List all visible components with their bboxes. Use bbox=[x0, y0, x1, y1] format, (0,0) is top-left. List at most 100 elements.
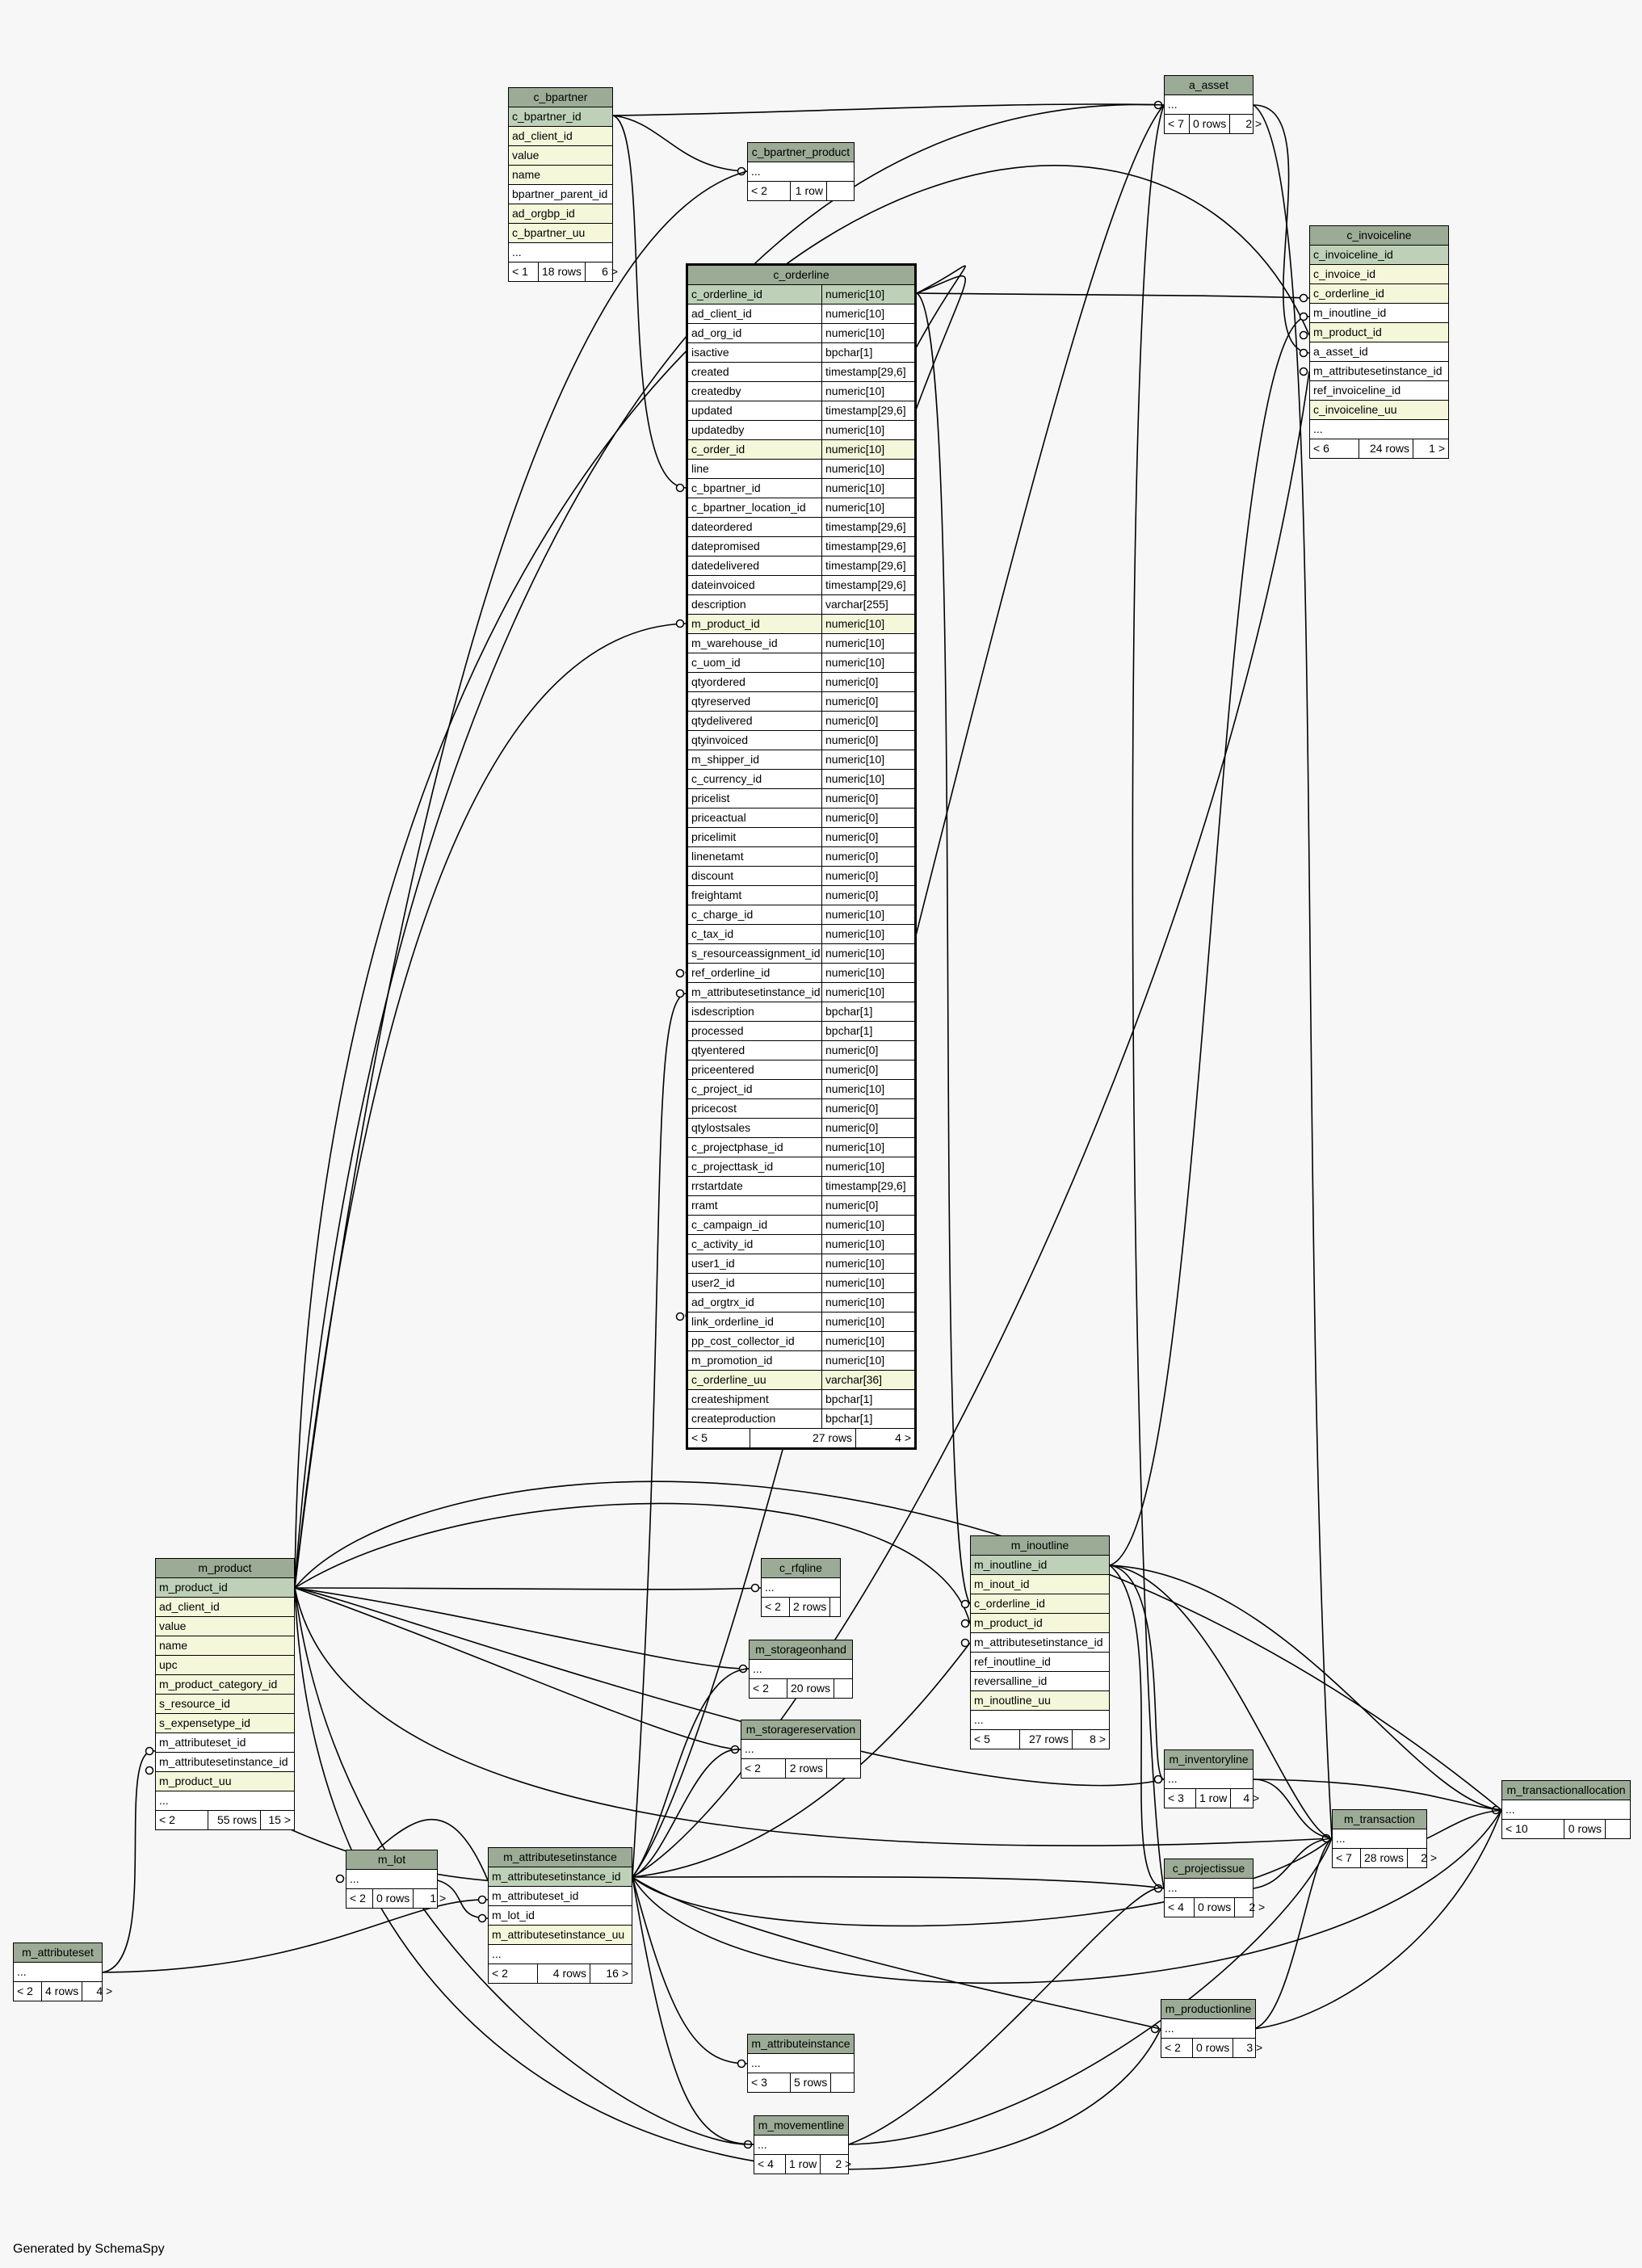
column-row[interactable]: ... bbox=[1502, 1800, 1630, 1820]
children-count[interactable]: 6 > bbox=[602, 265, 619, 278]
column-row[interactable]: ... bbox=[346, 1870, 437, 1889]
table-header[interactable]: m_product bbox=[156, 1559, 294, 1578]
column-row[interactable]: m_product_category_id bbox=[156, 1675, 294, 1695]
parents-count[interactable]: < 2 bbox=[14, 1982, 42, 2001]
children-count[interactable] bbox=[831, 2073, 858, 2092]
children-count[interactable]: 4 > bbox=[895, 1431, 911, 1444]
parents-count[interactable]: < 5 bbox=[971, 1730, 1020, 1749]
children-count[interactable]: 2 > bbox=[1249, 1900, 1266, 1913]
parents-count[interactable]: < 3 bbox=[748, 2073, 791, 2092]
column-row[interactable]: ... bbox=[1165, 95, 1253, 115]
parents-count[interactable]: < 2 bbox=[346, 1889, 373, 1908]
column-row[interactable]: c_orderline_id bbox=[971, 1594, 1109, 1614]
column-row[interactable]: ad_client_id bbox=[156, 1598, 294, 1617]
column-row[interactable]: c_invoice_id bbox=[1310, 265, 1448, 284]
column-row[interactable]: m_lot_id bbox=[489, 1906, 632, 1926]
children-count[interactable]: 3 > bbox=[1246, 2041, 1263, 2054]
parents-count[interactable]: < 2 bbox=[750, 1679, 787, 1698]
column-row[interactable]: ... bbox=[1161, 2019, 1255, 2039]
children-count[interactable] bbox=[830, 1598, 854, 1616]
children-count[interactable]: 8 > bbox=[1090, 1732, 1106, 1745]
table-header[interactable]: m_transactionallocation bbox=[1502, 1781, 1630, 1800]
column-row[interactable]: m_inoutline_id bbox=[1310, 304, 1448, 323]
column-row[interactable]: ... bbox=[1310, 420, 1448, 439]
table-header[interactable]: m_attributeinstance bbox=[748, 2035, 854, 2054]
column-row[interactable]: c_invoiceline_uu bbox=[1310, 401, 1448, 420]
column-row[interactable]: ... bbox=[750, 1660, 852, 1679]
table-header[interactable]: m_transaction bbox=[1333, 1810, 1426, 1829]
children-count[interactable] bbox=[827, 182, 854, 200]
column-row[interactable]: m_attributesetinstance_id bbox=[971, 1633, 1109, 1653]
parents-count[interactable]: < 2 bbox=[741, 1759, 786, 1778]
column-row[interactable]: ... bbox=[156, 1791, 294, 1811]
table-header[interactable]: c_rfqline bbox=[762, 1559, 840, 1578]
column-row[interactable]: upc bbox=[156, 1656, 294, 1675]
column-row[interactable]: m_inoutline_uu bbox=[971, 1691, 1109, 1711]
parents-count[interactable]: < 7 bbox=[1333, 1849, 1361, 1867]
table-header[interactable]: c_bpartner bbox=[509, 88, 612, 107]
column-row[interactable]: ... bbox=[762, 1578, 840, 1598]
column-row[interactable]: ... bbox=[14, 1963, 102, 1982]
column-row[interactable]: ... bbox=[748, 2054, 854, 2073]
table-header[interactable]: m_movementline bbox=[754, 2116, 848, 2136]
table-header[interactable]: c_invoiceline bbox=[1310, 226, 1448, 246]
column-row[interactable]: m_product_id bbox=[971, 1614, 1109, 1633]
column-row[interactable]: m_attributeset_id bbox=[489, 1887, 632, 1906]
column-row[interactable]: value bbox=[156, 1617, 294, 1636]
column-row[interactable]: ... bbox=[509, 243, 612, 262]
parents-count[interactable]: < 4 bbox=[1165, 1898, 1195, 1917]
children-count[interactable]: 4 > bbox=[96, 1984, 113, 1997]
children-count[interactable]: 4 > bbox=[1243, 1791, 1260, 1804]
column-row[interactable]: m_attributesetinstance_uu bbox=[489, 1926, 632, 1945]
parents-count[interactable]: < 2 bbox=[762, 1598, 790, 1616]
column-row[interactable]: value bbox=[509, 146, 612, 166]
column-row[interactable]: ad_client_id bbox=[509, 127, 612, 146]
column-row[interactable]: s_resource_id bbox=[156, 1695, 294, 1714]
children-count[interactable]: 2 > bbox=[1421, 1851, 1438, 1864]
column-row[interactable]: m_inout_id bbox=[971, 1575, 1109, 1594]
column-row[interactable]: a_asset_id bbox=[1310, 342, 1448, 362]
